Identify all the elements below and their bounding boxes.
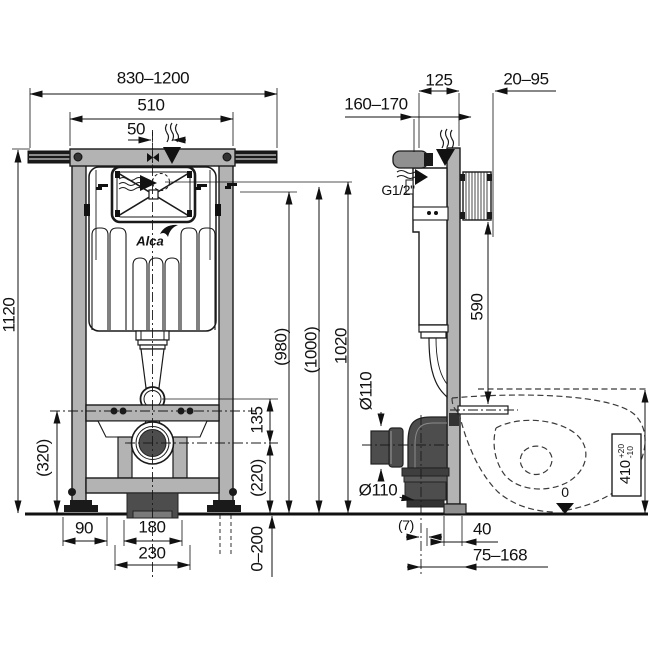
dimension-lines [12, 87, 649, 577]
dim-320: (320) [33, 439, 53, 477]
cistern-side [405, 167, 449, 399]
tolerance-box [611, 433, 642, 497]
dim-inlet-offset: 50 [126, 119, 146, 139]
dim-160-170: 160–170 [344, 94, 408, 114]
drain-adapter [370, 427, 404, 468]
inspection-window [110, 165, 197, 224]
side-view [362, 128, 646, 577]
dim-0-200: 0–200 [247, 526, 267, 572]
dim-125: 125 [425, 70, 453, 90]
dim-180: 180 [138, 517, 166, 537]
water-waves-icon [118, 177, 144, 181]
water-inlet-arrow-icon [163, 147, 181, 164]
drain-elbow-side [401, 416, 450, 508]
dim-410-tolerance: 410 +20 -10 [616, 444, 635, 485]
datum-triangle-icon [556, 503, 574, 514]
steam-waves-icon [396, 169, 416, 175]
wall-mounting-plate [460, 171, 492, 221]
dim-40: 40 [472, 519, 492, 539]
fastener-icon [147, 153, 159, 162]
dim-1020: 1020 [331, 327, 351, 365]
dim-1000: (1000) [301, 326, 321, 374]
dim-980: (980) [271, 328, 291, 366]
dim-20-95: 20–95 [503, 69, 549, 89]
centerlines-side [362, 415, 452, 577]
side-water-inlet [396, 169, 428, 185]
dim-135: 135 [247, 406, 267, 434]
filling-valve [392, 128, 455, 169]
dim-590: 590 [467, 293, 487, 321]
dim-dia110-horiz-leader [397, 494, 415, 502]
wc-bowl-outline [451, 388, 646, 513]
dim-frame-height: 1120 [0, 297, 19, 333]
dim-dia110-vert: Ø110 [356, 371, 376, 411]
datum-zero-label: 0 [561, 484, 569, 500]
steam-waves-icon [164, 123, 170, 143]
extension-lines [12, 88, 494, 570]
dim-75-168: 75–168 [472, 545, 528, 565]
front-view [27, 122, 352, 577]
wc-mounting-rod [450, 405, 518, 415]
dim-230: 230 [138, 543, 166, 563]
dim-7: (7) [398, 517, 414, 533]
thread-size-label: G1/2" [381, 182, 415, 198]
dim-220: (220) [247, 459, 267, 497]
centerlines-front [50, 130, 352, 577]
dim-410-minus: -10 [625, 446, 635, 459]
dim-rail-width: 830–1200 [116, 68, 190, 88]
frame-feet [64, 488, 241, 512]
brand-logo: Alca [136, 233, 164, 249]
dim-dia110-horiz: Ø110 [356, 480, 400, 500]
steam-waves-icon [439, 129, 445, 149]
support-struts [97, 420, 208, 479]
water-inlet-arrow-icon [436, 149, 455, 166]
dim-410-value: 410 [617, 460, 635, 485]
dim-90: 90 [74, 518, 94, 538]
alca-bird-icon [160, 224, 178, 237]
water-inlet-arrow-icon [415, 169, 428, 185]
clamp-icons [84, 183, 237, 216]
wall-rail [27, 150, 278, 164]
dim-frame-width: 510 [137, 95, 165, 115]
flow-arrow-icon [140, 175, 157, 191]
